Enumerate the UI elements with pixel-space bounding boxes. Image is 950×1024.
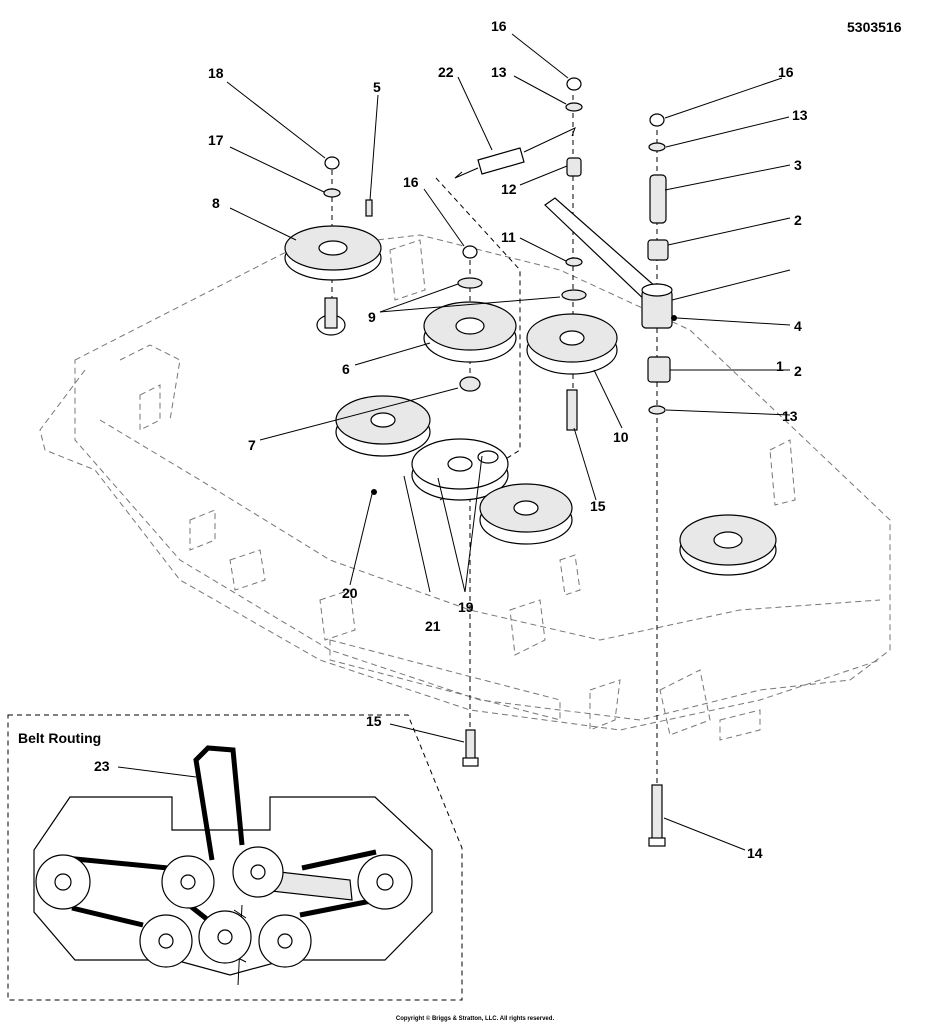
mower-deck-outline	[39, 234, 891, 741]
callout-18: 18	[208, 65, 224, 81]
belt-path	[64, 745, 377, 928]
callout-4: 4	[794, 318, 802, 334]
pulley-8	[284, 156, 382, 336]
copyright: Copyright © Briggs & Stratton, LLC. All …	[396, 1015, 555, 1022]
callout-20: 20	[342, 585, 358, 601]
callout-15-upper: 15	[590, 498, 606, 514]
callout-12: 12	[501, 181, 517, 197]
pulley-center-spindle	[479, 483, 573, 545]
callout-labels: 1 2 2 3 4 5 6 7 8 9 10 11 12 13 13 13 14…	[208, 18, 808, 861]
callout-leaders	[226, 33, 791, 851]
center-idler-hardware	[561, 77, 587, 301]
callout-3: 3	[794, 157, 802, 173]
pulley-right-spindle	[679, 514, 777, 576]
callout-5: 5	[373, 79, 381, 95]
callout-21: 21	[425, 618, 441, 634]
callout-13-lower: 13	[782, 408, 798, 424]
callout-2-lower: 2	[794, 363, 802, 379]
inset-title: Belt Routing	[18, 730, 101, 746]
bolts-15-14	[371, 489, 666, 847]
callout-6: 6	[342, 361, 350, 377]
callout-16-top: 16	[491, 18, 507, 34]
diagram-code: 5303516	[847, 19, 902, 35]
callout-9: 9	[368, 309, 376, 325]
callout-17: 17	[208, 132, 224, 148]
callout-11: 11	[501, 229, 516, 245]
callout-7: 7	[248, 437, 256, 453]
callout-15-lower: 15	[366, 713, 382, 729]
callout-16-right: 16	[778, 64, 794, 80]
pulley-center-idler	[411, 438, 509, 501]
callout-13-top: 13	[491, 64, 507, 80]
callout-8: 8	[212, 195, 220, 211]
pulley-10	[526, 313, 618, 431]
callout-13-right: 13	[792, 107, 808, 123]
callout-2-upper: 2	[794, 212, 802, 228]
callout-10: 10	[613, 429, 629, 445]
callout-14: 14	[747, 845, 763, 861]
pulley-6	[423, 245, 517, 392]
callout-23: 23	[94, 758, 110, 774]
spring-22	[454, 127, 576, 179]
pulley-left-spindle	[335, 395, 431, 457]
callout-1: 1	[776, 358, 784, 374]
callout-16-left: 16	[403, 174, 419, 190]
callout-19: 19	[458, 599, 474, 615]
belt-routing-inset: Belt Routing 23	[7, 714, 463, 1001]
callout-22: 22	[438, 64, 454, 80]
